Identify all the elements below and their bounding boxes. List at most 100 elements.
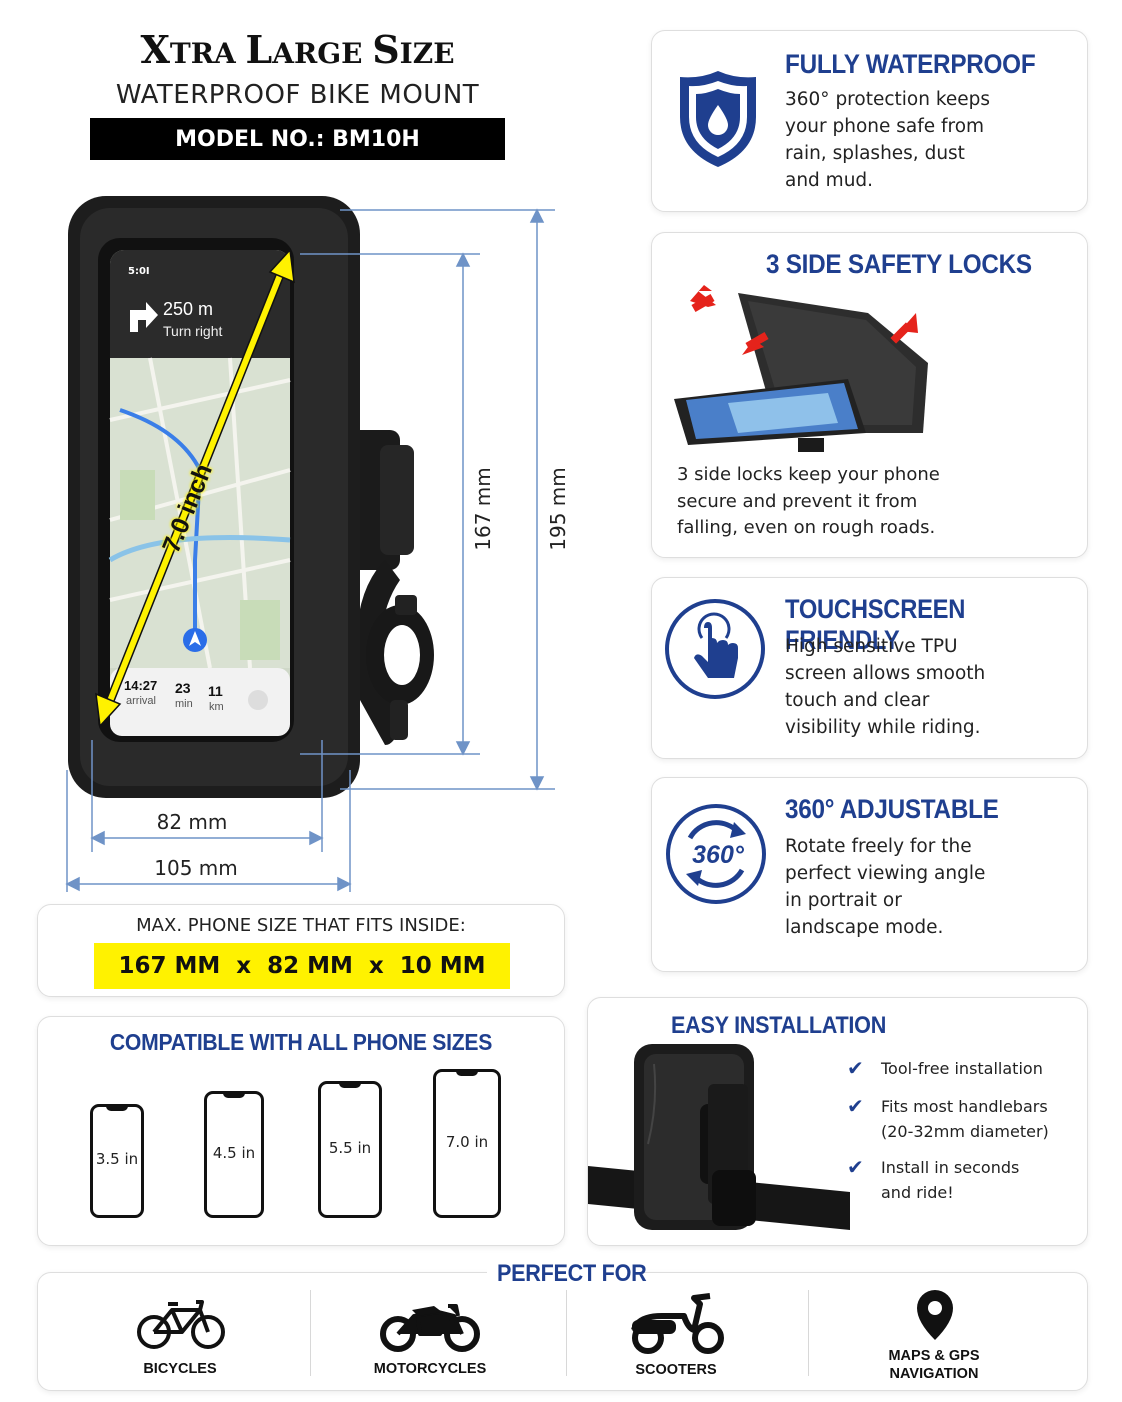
compatible-card: COMPATIBLE WITH ALL PHONE SIZES 3.5 in 4… bbox=[37, 1016, 565, 1246]
text-line: Install in seconds bbox=[881, 1158, 1020, 1177]
locks-card: 3 SIDE SAFETY LOCKS 3 side locks keep yo… bbox=[651, 232, 1088, 558]
arrival-time: 14:27 bbox=[124, 678, 158, 693]
waterproof-card: FULLY WATERPROOF 360° protection keeps y… bbox=[651, 30, 1088, 212]
install-feature-3: Install in seconds and ride! bbox=[881, 1155, 1019, 1205]
trip-minutes: 23 bbox=[175, 680, 191, 696]
text-line: High sensitive TPU bbox=[785, 636, 958, 657]
text-line: perfect viewing angle bbox=[785, 863, 986, 884]
text-line: Tool-free installation bbox=[881, 1059, 1043, 1078]
touch-hand-icon bbox=[665, 599, 765, 699]
inner-width-label: 82 mm bbox=[156, 810, 228, 834]
check-icon: ✔ bbox=[847, 1155, 864, 1179]
touchscreen-description: High sensitive TPU screen allows smooth … bbox=[785, 633, 985, 741]
phone-size-label: 7.0 in bbox=[445, 1132, 489, 1151]
diagonal-arrow bbox=[95, 248, 295, 728]
phone-size-label: 3.5 in bbox=[95, 1150, 139, 1168]
title-small: TRA bbox=[169, 37, 246, 70]
install-feature-1: Tool-free installation bbox=[881, 1056, 1043, 1081]
text-line: Rotate freely for the bbox=[785, 836, 972, 857]
use-label-maps: MAPS & GPS NAVIGATION bbox=[864, 1347, 1004, 1383]
trip-km: 11 bbox=[208, 683, 223, 699]
phone-size-5-5: 5.5 in bbox=[318, 1081, 382, 1218]
max-size-label: MAX. PHONE SIZE THAT FITS INSIDE: bbox=[136, 915, 466, 936]
text-line: rain, splashes, dust bbox=[785, 143, 965, 164]
product-subtitle: WATERPROOF BIKE MOUNT bbox=[115, 80, 480, 110]
text-line: landscape mode. bbox=[785, 917, 944, 938]
divider bbox=[566, 1290, 567, 1376]
text-line: falling, even on rough roads. bbox=[677, 517, 936, 538]
model-number: MODEL NO.: BM10H bbox=[175, 126, 420, 152]
arrival-label: arrival bbox=[126, 695, 156, 707]
product-title: XTRA LARGE SIZE bbox=[90, 28, 505, 80]
divider bbox=[310, 1290, 311, 1376]
divider bbox=[808, 1290, 809, 1376]
map-pin-icon bbox=[917, 1290, 953, 1340]
text-line: (20-32mm diameter) bbox=[881, 1122, 1049, 1141]
text-line: and mud. bbox=[785, 170, 874, 191]
adjustable-card: 360° 360° ADJUSTABLE Rotate freely for t… bbox=[651, 777, 1088, 972]
compatible-title: COMPATIBLE WITH ALL PHONE SIZES bbox=[109, 1029, 493, 1055]
text-line: touch and clear bbox=[785, 690, 930, 711]
waterproof-title: FULLY WATERPROOF bbox=[785, 49, 1036, 79]
title-letter: X bbox=[140, 27, 170, 72]
bicycle-icon bbox=[137, 1300, 225, 1349]
use-label-bicycles: BICYCLES bbox=[143, 1361, 217, 1377]
adjustable-description: Rotate freely for the perfect viewing an… bbox=[785, 833, 985, 941]
title-letter: L bbox=[245, 27, 273, 72]
minutes-label: min bbox=[175, 698, 193, 710]
scooter-icon bbox=[631, 1293, 724, 1354]
model-badge: MODEL NO.: BM10H bbox=[90, 118, 505, 160]
text-line: secure and prevent it from bbox=[677, 490, 918, 512]
product-image bbox=[65, 196, 555, 892]
motorcycle-icon bbox=[380, 1304, 480, 1352]
text-line: in portrait or bbox=[785, 890, 902, 911]
text-line: MAPS & GPS bbox=[888, 1348, 980, 1364]
open-case-illustration bbox=[674, 285, 928, 452]
locks-description: 3 side locks keep your phone secure and … bbox=[677, 462, 940, 542]
max-size-card: MAX. PHONE SIZE THAT FITS INSIDE: 167 MM… bbox=[37, 904, 565, 997]
installed-mount-illustration bbox=[588, 1044, 850, 1230]
locks-title: 3 SIDE SAFETY LOCKS bbox=[766, 249, 1032, 279]
title-small: ARGE bbox=[272, 37, 373, 70]
text-line: Fits most handlebars bbox=[881, 1097, 1048, 1116]
km-label: km bbox=[209, 701, 224, 713]
text-line: 3 side locks keep your phone bbox=[677, 464, 940, 485]
waterproof-description: 360° protection keeps your phone safe fr… bbox=[785, 86, 990, 194]
waterproof-shield-icon bbox=[680, 71, 756, 167]
outer-width-label: 105 mm bbox=[154, 856, 238, 880]
phone-size-label: 5.5 in bbox=[328, 1138, 372, 1157]
use-label-scooters: SCOOTERS bbox=[635, 1362, 717, 1378]
installation-card: EASY INSTALLATION ✔ Tool-free installati… bbox=[587, 997, 1088, 1246]
outer-height-label: 195 mm bbox=[546, 467, 570, 551]
nav-distance: 250 m bbox=[163, 299, 214, 319]
nav-direction: Turn right bbox=[163, 323, 223, 339]
text-line: your phone safe from bbox=[785, 116, 985, 137]
status-time: 5:0I bbox=[128, 266, 150, 277]
check-icon: ✔ bbox=[847, 1094, 864, 1118]
title-letter: S bbox=[372, 27, 400, 72]
perfect-for-title: PERFECT FOR bbox=[497, 1260, 647, 1287]
title-small: IZE bbox=[399, 37, 455, 70]
phone-size-3-5: 3.5 in bbox=[90, 1104, 144, 1218]
use-label-motorcycles: MOTORCYCLES bbox=[373, 1361, 487, 1377]
text-line: visibility while riding. bbox=[785, 717, 981, 738]
rotate-360-icon bbox=[666, 804, 766, 904]
text-line: NAVIGATION bbox=[889, 1366, 979, 1382]
installation-title: EASY INSTALLATION bbox=[671, 1012, 887, 1039]
text-line: 360° protection keeps bbox=[785, 89, 991, 110]
touchscreen-title: TOUCHSCREEN FRIENDLY bbox=[785, 594, 966, 655]
inner-height-label: 167 mm bbox=[471, 467, 495, 551]
install-feature-2: Fits most handlebars (20-32mm diameter) bbox=[881, 1094, 1049, 1144]
check-icon: ✔ bbox=[847, 1056, 864, 1080]
max-size-value: 167 MM x 82 MM x 10 MM bbox=[118, 953, 486, 979]
text-line: and ride! bbox=[881, 1183, 954, 1202]
adjustable-title: 360° ADJUSTABLE bbox=[785, 794, 999, 824]
text-line: screen allows smooth bbox=[785, 663, 986, 684]
perfect-for-title-bg bbox=[487, 1258, 637, 1288]
phone-size-7-0: 7.0 in bbox=[433, 1069, 501, 1218]
phone-size-label: 4.5 in bbox=[212, 1143, 256, 1162]
max-size-highlight: 167 MM x 82 MM x 10 MM bbox=[94, 943, 510, 989]
phone-size-4-5: 4.5 in bbox=[204, 1091, 264, 1218]
rotate-360-icon-label: 360° bbox=[692, 841, 744, 869]
touchscreen-card: TOUCHSCREEN FRIENDLY High sensitive TPU … bbox=[651, 577, 1088, 759]
